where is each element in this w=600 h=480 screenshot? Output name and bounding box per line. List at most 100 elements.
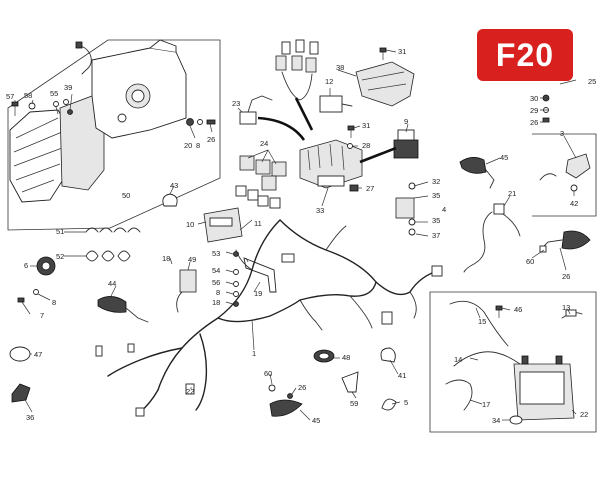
- callout-44: 44: [108, 279, 116, 288]
- clip-5: [381, 398, 397, 411]
- callout-8-left: 8: [52, 298, 56, 307]
- main-wiring-harness-1: [95, 219, 443, 417]
- callout-50: 50: [122, 191, 130, 200]
- callout-43: 43: [170, 181, 178, 190]
- clamps-52: [85, 250, 131, 262]
- fuse-box-9: [393, 129, 419, 159]
- callout-46: 46: [514, 305, 522, 314]
- callout-36: 36: [26, 413, 34, 422]
- screw-31-top: [379, 47, 387, 60]
- relay-bracket-33: [299, 139, 363, 189]
- callout-21: 21: [508, 189, 516, 198]
- callout-numbers: 57 58 55 39 20 8 26 50 31 38 12 23 24 31…: [6, 47, 596, 425]
- relay-12: [319, 95, 353, 113]
- display-panel-10: [203, 207, 243, 243]
- callout-7: 7: [40, 311, 44, 320]
- battery-group-frame: [429, 291, 597, 433]
- callout-35-b: 35: [432, 216, 440, 225]
- bolts-8-7: [17, 289, 39, 303]
- callout-22-battery: 22: [580, 410, 588, 419]
- sensor-cable-21: [463, 203, 521, 273]
- hose-clamp-47: [9, 346, 31, 362]
- callout-38: 38: [336, 63, 344, 72]
- callout-22-left: 22: [186, 387, 194, 396]
- callout-31-top: 31: [398, 47, 406, 56]
- callout-29: 29: [530, 106, 538, 115]
- callout-41: 41: [398, 371, 406, 380]
- cover-38: [355, 61, 415, 107]
- washers-30-29-26: [542, 94, 550, 123]
- horn-6: [36, 256, 56, 276]
- screws-55-39: [53, 99, 73, 115]
- turn-signal-44-front: [97, 296, 149, 323]
- battery-22: [513, 355, 575, 421]
- callout-17: 17: [482, 400, 490, 409]
- callout-12: 12: [325, 77, 333, 86]
- callout-35-a: 35: [432, 191, 440, 200]
- callout-5: 5: [404, 398, 408, 407]
- screw-46: [495, 305, 503, 318]
- callout-60-right: 60: [526, 257, 534, 266]
- callout-33: 33: [316, 206, 324, 215]
- callout-leaders: [14, 49, 577, 421]
- turn-signal-45-right: [459, 157, 495, 189]
- callout-3: 3: [560, 129, 564, 138]
- grommet-20-nut-8-screw-26: [186, 118, 216, 126]
- callout-13: 13: [562, 303, 570, 312]
- screws-31-28: [347, 125, 355, 149]
- bracket-36: [11, 383, 31, 403]
- callout-31-mid: 31: [362, 121, 370, 130]
- callout-25: 25: [588, 77, 596, 86]
- cable-ties-51: [85, 227, 141, 233]
- callout-24: 24: [260, 139, 268, 148]
- callout-45-right: 45: [500, 153, 508, 162]
- ground-clip-59: [341, 371, 359, 393]
- callout-59: 59: [350, 399, 358, 408]
- clip-41: [380, 347, 396, 363]
- callout-53: 53: [212, 249, 220, 258]
- callout-56: 56: [212, 278, 220, 287]
- headlight-assembly: [9, 39, 187, 203]
- callout-26-bottom: 26: [298, 383, 306, 392]
- callout-45-left: 45: [312, 416, 320, 425]
- callout-26-right: 26: [530, 118, 538, 127]
- callout-47: 47: [34, 350, 42, 359]
- callout-49: 49: [188, 255, 196, 264]
- callout-4: 4: [442, 205, 446, 214]
- callout-8-mid: 8: [216, 288, 220, 297]
- callout-10: 10: [186, 220, 194, 229]
- callout-60-left: 60: [264, 369, 272, 378]
- control-unit-49: [176, 269, 197, 313]
- callout-39: 39: [64, 83, 72, 92]
- callout-34: 34: [492, 416, 500, 425]
- callout-58: 58: [24, 91, 32, 100]
- section-code-badge: F20: [477, 29, 573, 81]
- callout-26-top: 26: [207, 135, 215, 144]
- nut-27: [349, 184, 359, 192]
- callout-32: 32: [432, 177, 440, 186]
- callout-9: 9: [404, 117, 408, 126]
- callout-20: 20: [184, 141, 192, 150]
- callout-52: 52: [56, 252, 64, 261]
- callout-28: 28: [362, 141, 370, 150]
- callout-26-rear: 26: [562, 272, 570, 281]
- relay-set-24: [235, 155, 287, 209]
- callout-51: 51: [56, 227, 64, 236]
- callout-57: 57: [6, 92, 14, 101]
- turn-signal-rear-right: [539, 230, 591, 253]
- callout-1: 1: [252, 349, 256, 358]
- clip-43: [162, 193, 178, 207]
- callout-14: 14: [454, 355, 462, 364]
- callout-19: 19: [254, 289, 262, 298]
- callout-11: 11: [254, 219, 262, 228]
- callout-54: 54: [212, 266, 220, 275]
- callout-55: 55: [50, 89, 58, 98]
- callout-30: 30: [530, 94, 538, 103]
- callout-37: 37: [432, 231, 440, 240]
- callout-15: 15: [478, 317, 486, 326]
- cap-34: [509, 415, 523, 425]
- voltage-regulator-4: [395, 182, 416, 236]
- callout-42: 42: [570, 199, 578, 208]
